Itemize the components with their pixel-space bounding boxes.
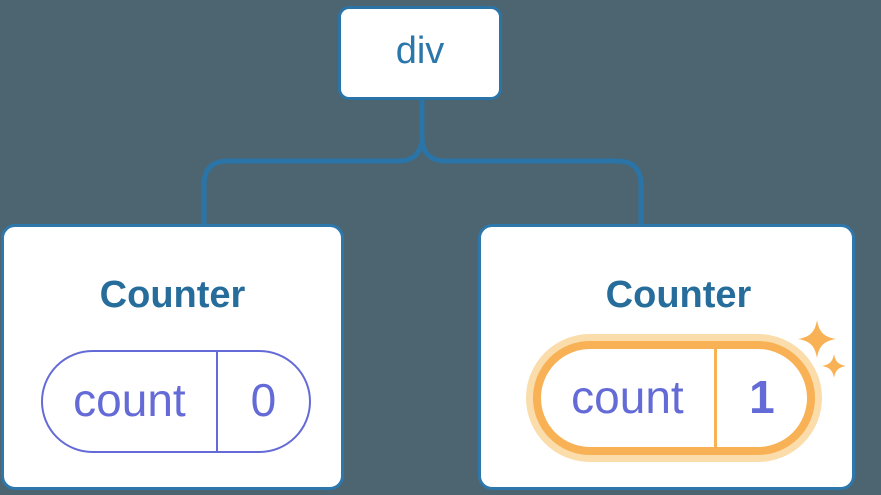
state-pill-left: count 0 bbox=[41, 350, 311, 453]
state-value-left: 0 bbox=[215, 352, 309, 451]
state-value-right: 1 bbox=[713, 349, 807, 447]
root-node-label: div bbox=[395, 30, 445, 72]
counter-title-left: Counter bbox=[99, 274, 246, 316]
state-key-label-left: count bbox=[73, 374, 186, 426]
state-key-label-right: count bbox=[571, 370, 684, 423]
connector-root-to-right-child bbox=[419, 100, 644, 224]
counter-card-left: Counter count 0 bbox=[1, 224, 344, 490]
counter-title-right: Counter bbox=[605, 274, 752, 316]
state-pill-right-highlighted: count 1 bbox=[533, 341, 815, 455]
root-node-div: div bbox=[338, 6, 502, 100]
connector-root-to-left-child bbox=[201, 100, 425, 224]
counter-card-right: Counter count 1 bbox=[478, 224, 855, 490]
